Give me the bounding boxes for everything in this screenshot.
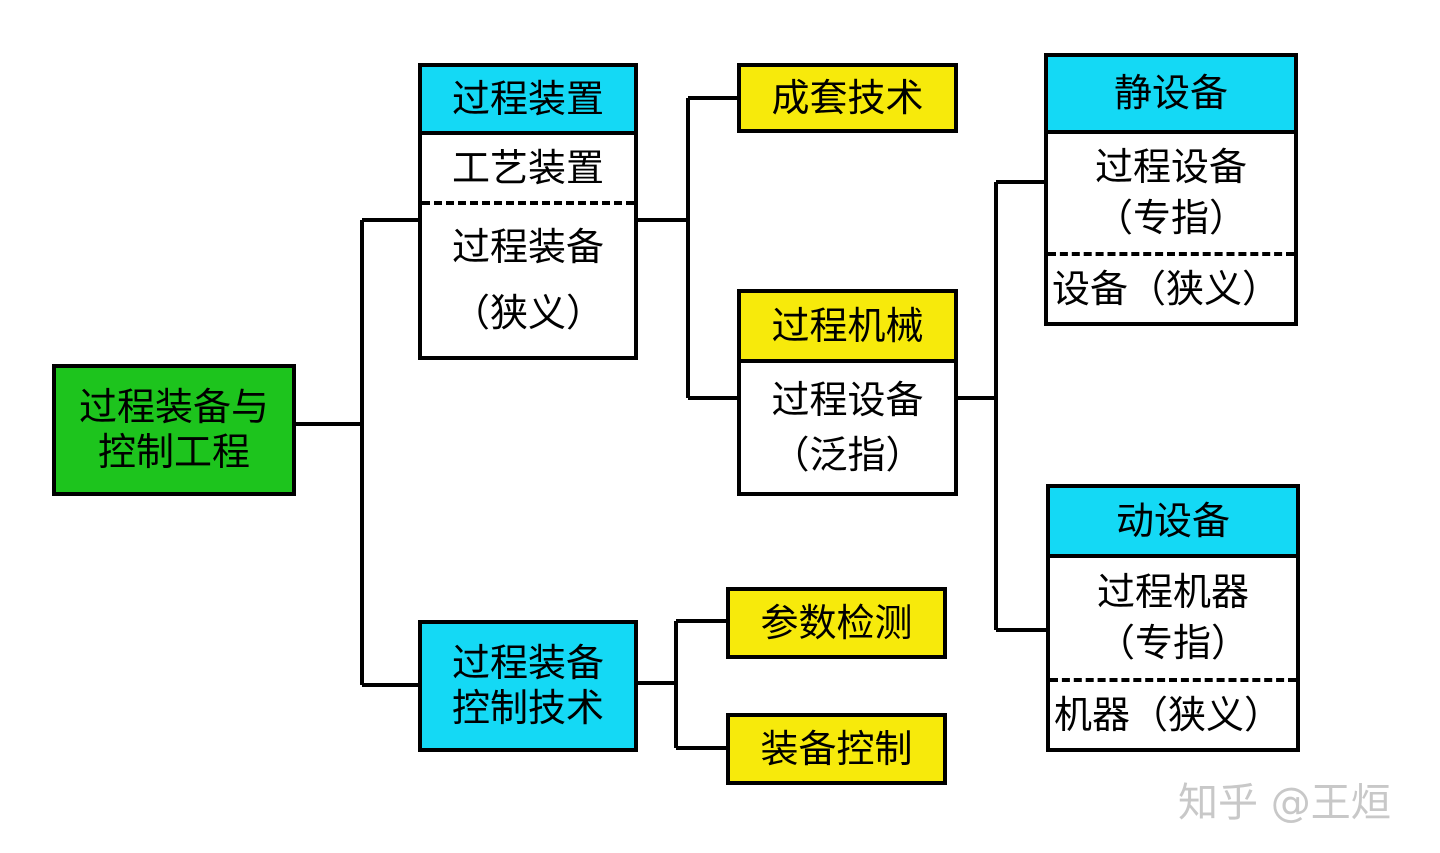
equipment-control-label: 装备控制 xyxy=(760,726,913,771)
process-unit-sub2-line2: （狭义） xyxy=(451,290,604,335)
static-equipment-header: 静设备 xyxy=(1048,57,1294,134)
connector-process-machinery xyxy=(956,180,1050,632)
static-equipment-line2: （专指） xyxy=(1094,196,1247,240)
connector-root xyxy=(294,218,420,687)
process-machinery-header: 过程机械 xyxy=(741,293,954,363)
param-detection-label: 参数检测 xyxy=(760,600,913,645)
equipment-control-node: 装备控制 xyxy=(726,713,947,785)
process-unit-header: 过程装置 xyxy=(422,67,634,135)
static-equipment-line3: 设备（狭义） xyxy=(1052,266,1281,311)
process-machinery-line2: （泛指） xyxy=(771,432,924,477)
static-equipment-title: 静设备 xyxy=(1113,71,1228,116)
root-line2: 控制工程 xyxy=(97,430,250,474)
control-tech-node: 过程装备 控制技术 xyxy=(418,620,638,752)
dynamic-equipment-body: 过程机器 （专指） xyxy=(1050,558,1296,678)
dynamic-equipment-node: 动设备 过程机器 （专指） 机器（狭义） xyxy=(1046,484,1300,752)
dynamic-equipment-title: 动设备 xyxy=(1115,498,1230,543)
process-unit-sub1-text: 工艺装置 xyxy=(451,145,604,190)
process-machinery-title: 过程机械 xyxy=(771,303,924,348)
process-machinery-node: 过程机械 过程设备 （泛指） xyxy=(737,289,958,496)
watermark: 知乎 @王烜 xyxy=(1178,780,1391,826)
connector-process-unit xyxy=(637,96,740,400)
static-equipment-line1: 过程设备 xyxy=(1094,145,1247,190)
static-equipment-footer: 设备（狭义） xyxy=(1048,256,1294,322)
dynamic-equipment-line1: 过程机器 xyxy=(1096,570,1249,615)
process-unit-sub2: 过程装备 （狭义） xyxy=(422,205,634,356)
dynamic-equipment-header: 动设备 xyxy=(1050,488,1296,558)
process-unit-title: 过程装置 xyxy=(451,76,604,121)
dynamic-equipment-line3: 机器（狭义） xyxy=(1054,692,1283,737)
process-unit-node: 过程装置 工艺装置 过程装备 （狭义） xyxy=(418,63,638,360)
process-unit-sub2-line1: 过程装备 xyxy=(451,225,604,270)
control-tech-line1: 过程装备 xyxy=(451,641,604,686)
static-equipment-node: 静设备 过程设备 （专指） 设备（狭义） xyxy=(1044,53,1298,326)
process-machinery-body: 过程设备 （泛指） xyxy=(741,363,954,492)
complete-tech-label: 成套技术 xyxy=(771,75,924,120)
control-tech-line2: 控制技术 xyxy=(451,686,604,730)
connector-control-tech xyxy=(637,619,728,750)
static-equipment-body: 过程设备 （专指） xyxy=(1048,134,1294,252)
process-unit-sub1: 工艺装置 xyxy=(422,135,634,201)
root-node: 过程装备与 控制工程 xyxy=(52,364,296,496)
complete-tech-node: 成套技术 xyxy=(737,63,958,133)
param-detection-node: 参数检测 xyxy=(726,587,947,659)
divider xyxy=(1050,678,1296,682)
divider xyxy=(1048,252,1294,256)
dynamic-equipment-footer: 机器（狭义） xyxy=(1050,682,1296,748)
root-line1: 过程装备与 xyxy=(78,385,269,430)
divider xyxy=(422,201,634,205)
process-machinery-line1: 过程设备 xyxy=(771,377,924,422)
dynamic-equipment-line2: （专指） xyxy=(1096,621,1249,665)
